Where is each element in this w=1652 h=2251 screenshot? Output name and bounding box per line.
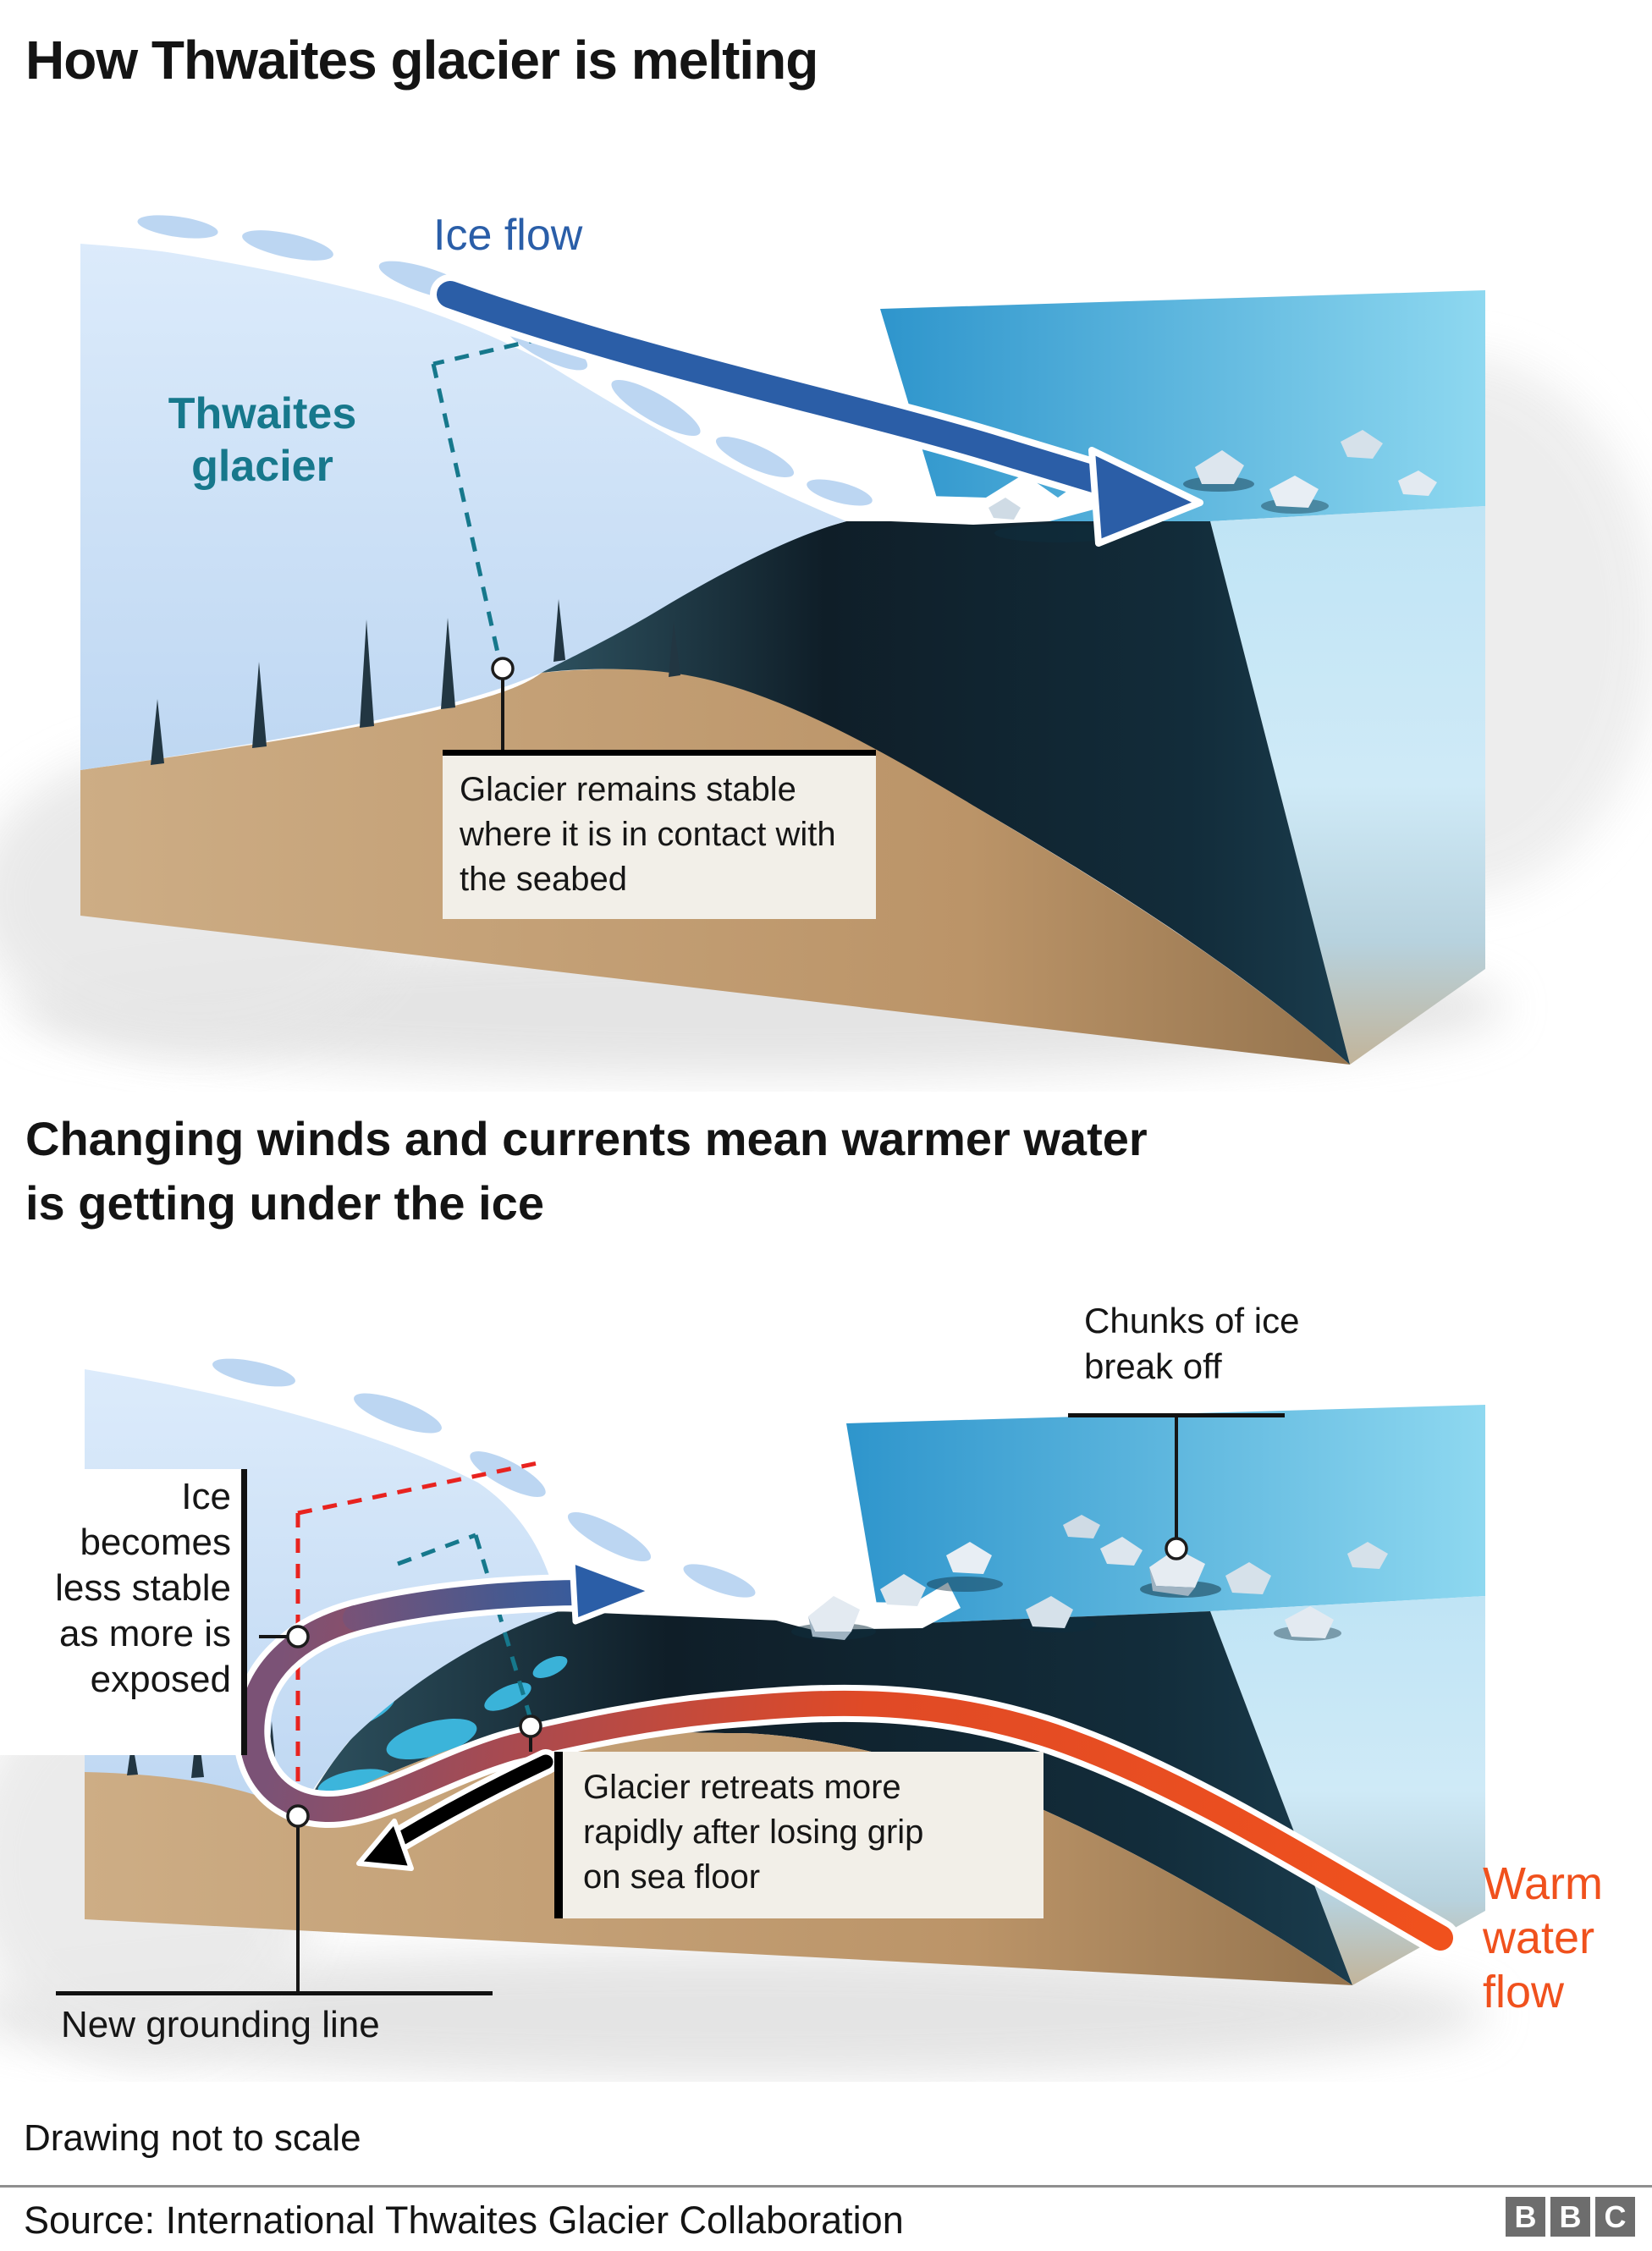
crevasse-spikes (151, 599, 680, 765)
retreat-callout-box: Glacier retreats more rapidly after losi… (554, 1752, 1044, 1918)
grounding-point-marker (491, 657, 515, 680)
ice-flow-arrowhead (1088, 447, 1203, 547)
warm-water-arrow (239, 1605, 1453, 1951)
ice-flow-arrow (437, 281, 1124, 498)
bbc-logo-block: B (1506, 2197, 1545, 2237)
old-grounding-dashed-teal (397, 1533, 532, 1717)
page-title: How Thwaites glacier is melting (25, 30, 818, 91)
block-right-face (1210, 506, 1485, 1065)
thwaites-glacier-label: Thwaites glacier (168, 389, 357, 491)
glacier-after-illustration (0, 1337, 1490, 2078)
sea-cavity (542, 521, 1350, 1065)
chunks-break-off-label: Chunks of ice break off (1084, 1301, 1300, 1386)
retreat-arrowhead (356, 1819, 414, 1871)
retreat-arrow (388, 1754, 553, 1849)
footer-divider (0, 2185, 1652, 2188)
sea-cavity (300, 1611, 1352, 1985)
cold-water-arrow (343, 1580, 598, 1631)
source-credit: Source: International Thwaites Glacier C… (24, 2199, 904, 2242)
glacier-before-illustration (0, 208, 1652, 1075)
sea-surface (846, 1405, 1485, 1625)
icebergs (791, 1515, 1388, 1641)
old-front-dashed-red (295, 1460, 542, 1808)
scale-note: Drawing not to scale (24, 2117, 361, 2159)
glacier-face (80, 239, 846, 770)
stable-callout-box: Glacier remains stable where it is in co… (443, 750, 876, 919)
ice-surface-texture (212, 1358, 756, 1598)
soft-shadow (0, 1951, 1490, 2078)
new-grounding-marker (286, 1804, 310, 1828)
bbc-logo-block: B (1550, 2197, 1590, 2237)
bbc-logo: B B C (1506, 2197, 1635, 2237)
old-grounding-marker (519, 1714, 542, 1738)
warm-water-flow-label: Warm water flow (1483, 1858, 1603, 2017)
new-grounding-label: New grounding line (61, 2004, 380, 2045)
exposed-ice-marker (286, 1625, 310, 1648)
bbc-logo-block: C (1595, 2197, 1635, 2237)
section-heading: Changing winds and currents mean warmer … (25, 1112, 1148, 1230)
cold-water-arrowhead (569, 1557, 657, 1625)
ice-shelf-surface (80, 208, 1100, 525)
chunks-label-rule (1068, 1413, 1285, 1417)
block-right-face (1210, 1596, 1485, 1985)
new-grounding-rule (56, 1991, 493, 1995)
ice-flow-label: Ice flow (433, 211, 583, 260)
iceberg-marker (1165, 1537, 1188, 1560)
ice-less-stable-label: Ice becomes less stable as more is expos… (0, 1469, 247, 1755)
